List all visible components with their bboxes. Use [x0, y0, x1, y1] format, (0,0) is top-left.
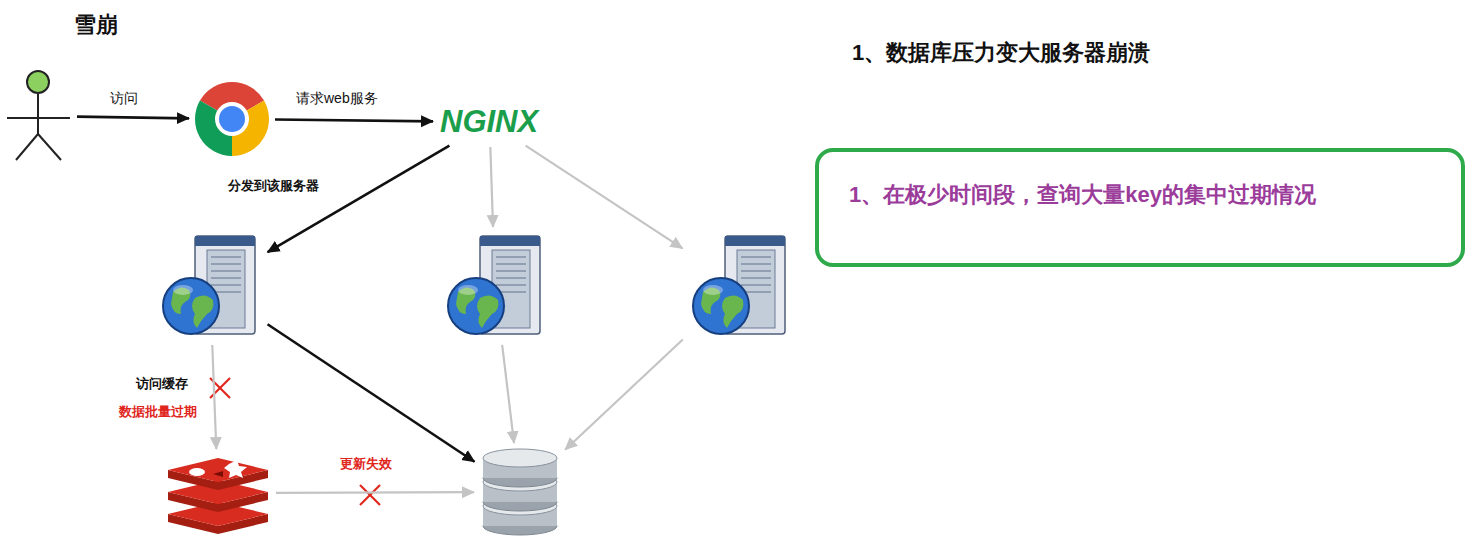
heading-note: 1、数据库压力变大服务器崩溃 — [850, 38, 1152, 68]
browser-logo — [195, 82, 269, 156]
status-note: 数据批量过期 — [117, 403, 199, 421]
flow-arrow — [212, 345, 216, 449]
edge-label: 访问缓存 — [134, 375, 190, 393]
server-drawing — [155, 230, 265, 342]
redis-drawing — [163, 452, 273, 534]
user-icon — [4, 68, 74, 164]
chrome-drawing — [192, 80, 272, 158]
globe — [693, 278, 749, 334]
fail-cross — [360, 485, 380, 505]
chrome-icon — [192, 80, 272, 158]
edge-label: 请求web服务 — [294, 90, 380, 108]
globe — [163, 278, 219, 334]
edge-label: 访问 — [108, 90, 140, 108]
cause-box: 1、在极少时间段，查询大量key的集中过期情况 — [815, 148, 1465, 267]
redis-icon — [163, 452, 273, 534]
server-icon — [685, 230, 795, 342]
flow-arrow — [268, 146, 450, 253]
flow-arrow — [77, 117, 189, 119]
globe — [448, 278, 504, 334]
server-icon — [440, 230, 550, 342]
database-cylinder — [483, 449, 557, 535]
flow-arrow — [276, 491, 474, 494]
server-drawing — [440, 230, 550, 342]
user-drawing — [4, 68, 74, 164]
flow-arrow — [267, 324, 474, 462]
cause-text: 1、在极少时间段，查询大量key的集中过期情况 — [849, 180, 1431, 210]
flow-arrow — [490, 147, 493, 227]
redis-stack — [168, 458, 268, 534]
db-drawing — [477, 446, 563, 538]
server-icon — [155, 230, 265, 342]
flow-arrow — [526, 146, 683, 249]
edge-label: 更新失效 — [338, 455, 394, 473]
diagram-title: 雪崩 — [72, 10, 120, 40]
logo-text: NGINX — [440, 104, 539, 140]
flow-arrow — [565, 340, 683, 450]
server-drawing — [685, 230, 795, 342]
nginx-logo: NGINX — [436, 100, 543, 144]
db-icon — [477, 446, 563, 538]
flow-arrow — [502, 345, 514, 443]
stick-figure — [7, 71, 70, 160]
edge-label: 分发到该服务器 — [226, 177, 321, 195]
flow-arrow — [275, 120, 433, 122]
